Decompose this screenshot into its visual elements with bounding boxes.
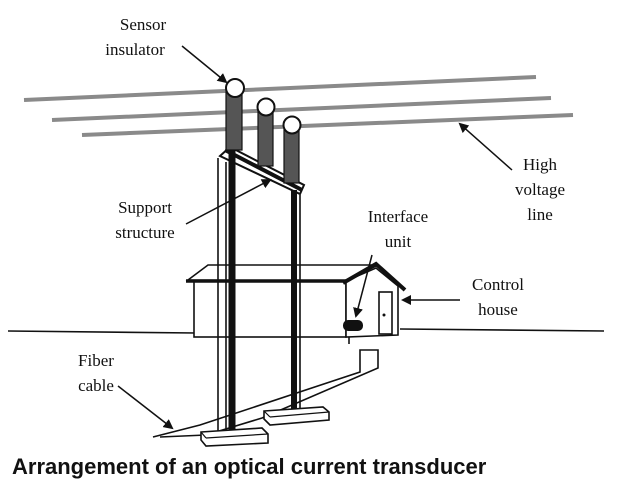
sensor-insulators [225,78,302,184]
labels: Sensor insulator High voltage line Suppo… [78,15,565,395]
sensor-insulator-arrow [181,45,228,84]
control-house-label-line1: Control [472,275,524,294]
interface-unit [343,320,363,331]
support-structure-label-line1: Support [118,198,172,217]
interface-unit-arrow [353,254,373,318]
foundations [200,406,330,447]
interface-unit-label-line2: unit [385,232,412,251]
high-voltage-label-line2: voltage [515,180,565,199]
sensor-insulator-label-line2: insulator [105,40,165,59]
high-voltage-line-arrow [458,122,513,171]
fiber-cable-label-line2: cable [78,376,114,395]
fiber-cable-label-line1: Fiber [78,351,114,370]
control-house-label-line2: house [478,300,518,319]
fiber-cable-arrow [117,385,174,430]
high-voltage-label-line3: line [527,205,553,224]
sensor-insulator-label-line1: Sensor [120,15,167,34]
interface-unit-label-line1: Interface [368,207,428,226]
support-structure-arrow [185,179,272,225]
label-arrows [117,45,513,430]
control-house [185,261,407,338]
high-voltage-wires [23,75,574,137]
support-structure-label-line2: structure [115,223,174,242]
door [378,291,393,335]
ground-line [7,328,605,334]
figure-caption: Arrangement of an optical current transd… [12,454,487,479]
high-voltage-label-line1: High [523,155,558,174]
